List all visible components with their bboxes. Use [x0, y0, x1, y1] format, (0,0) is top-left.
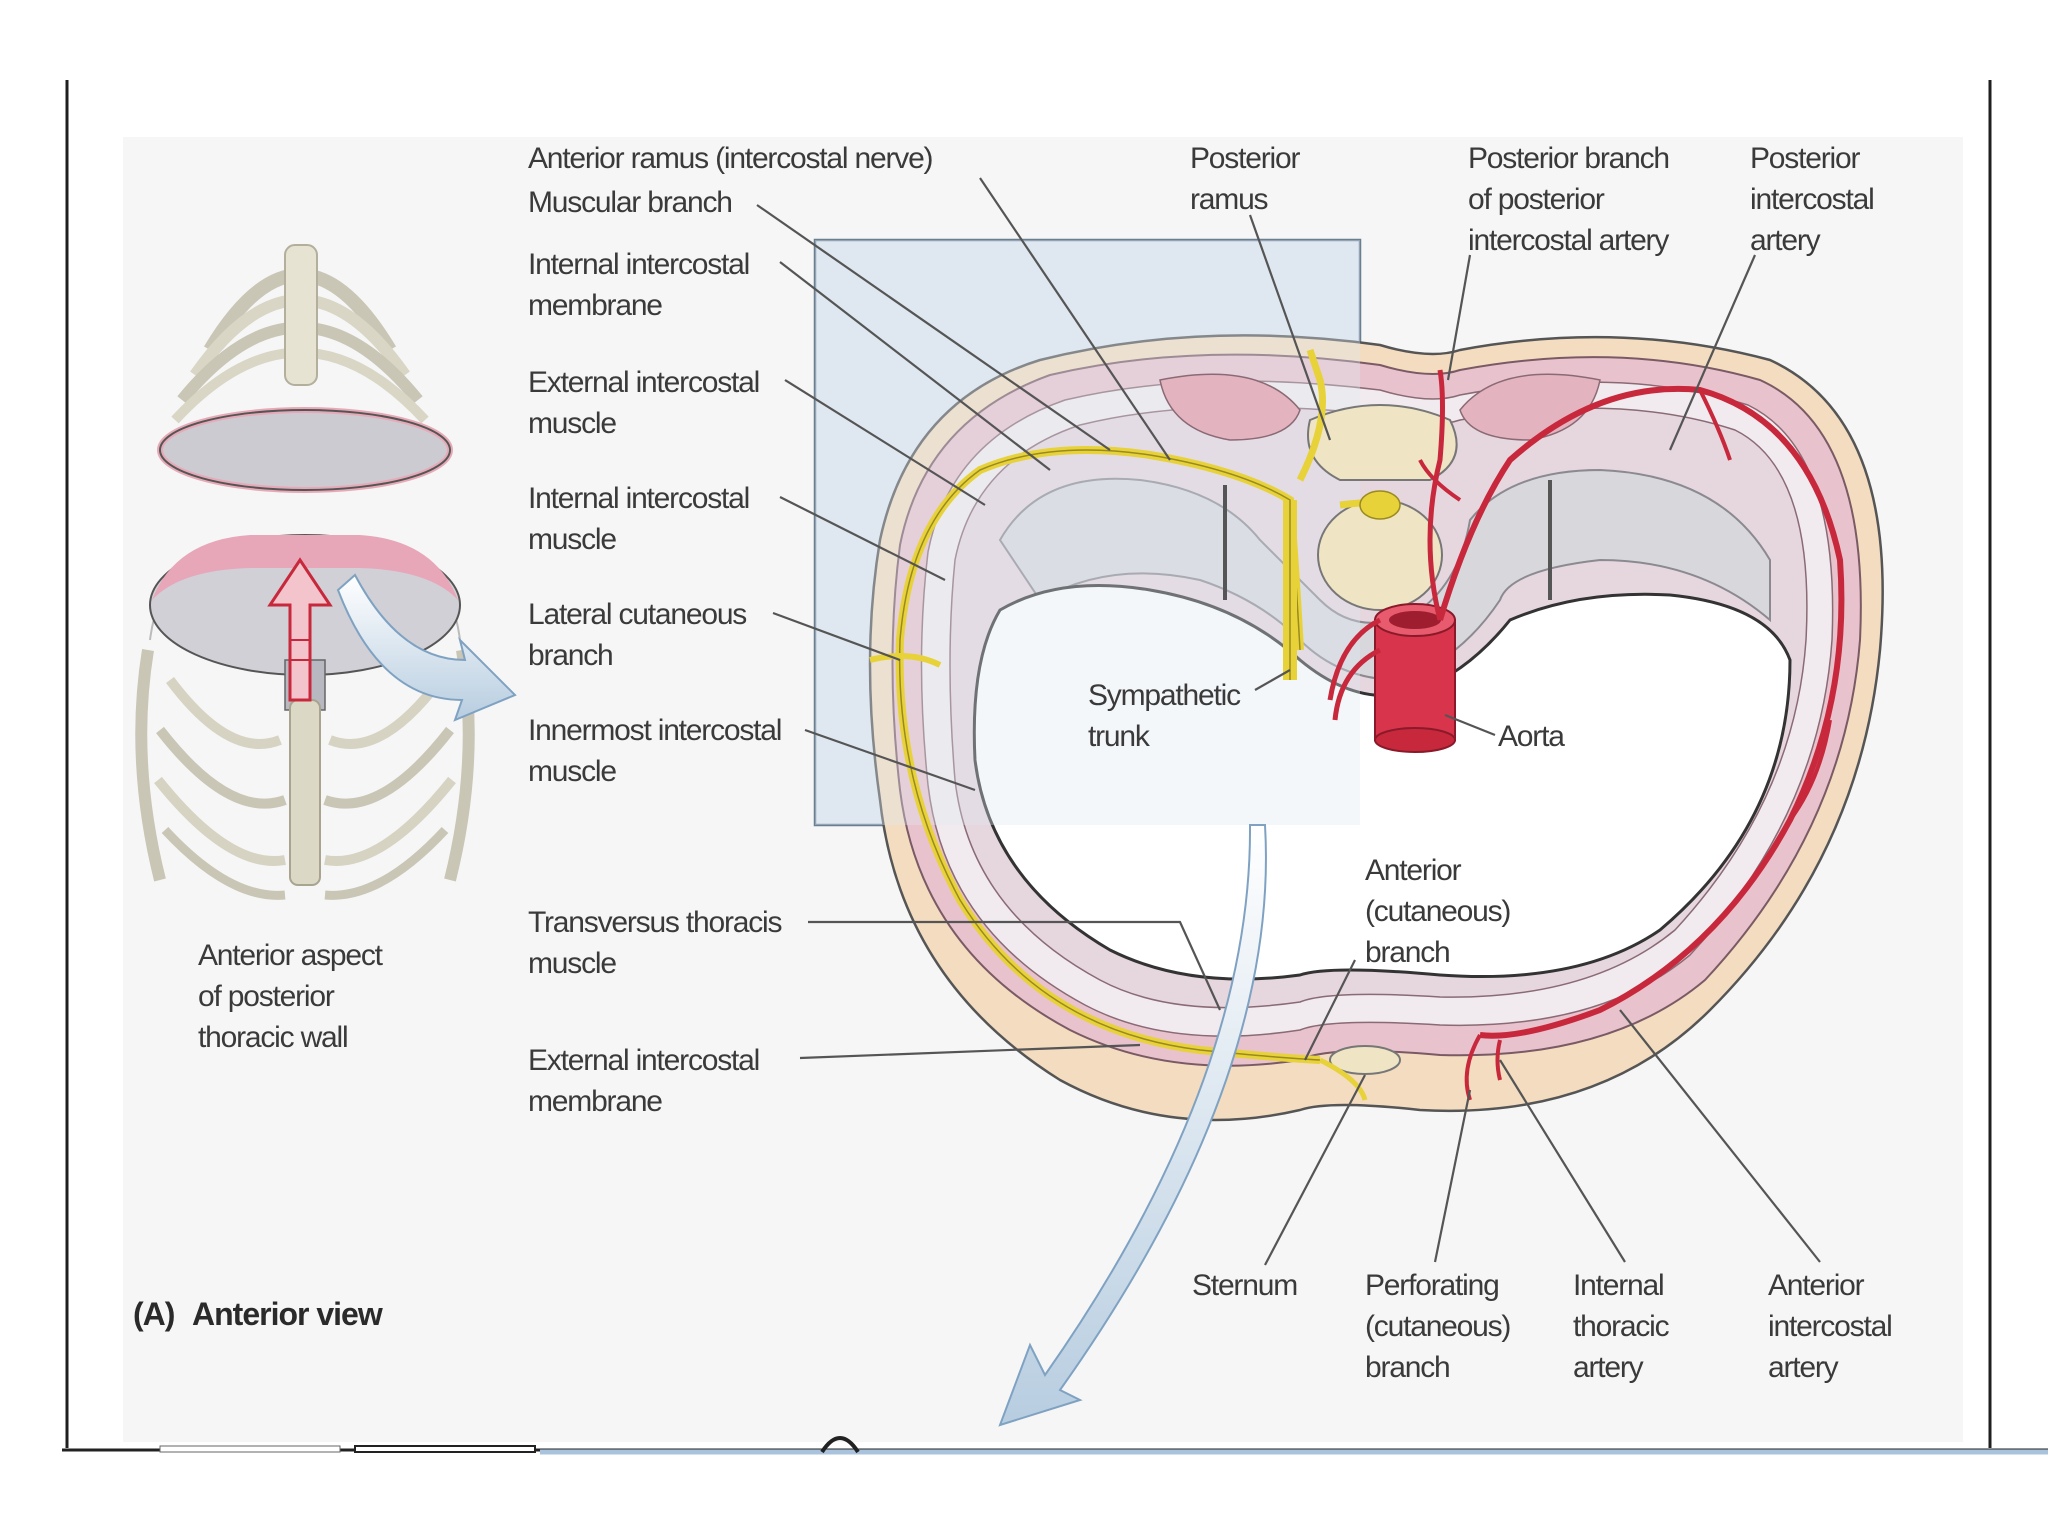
- label-internal-intercostal-membrane: Internal intercostal membrane: [528, 248, 756, 322]
- leader-lines: [756, 177, 1821, 1266]
- label-sternum: Sternum: [1192, 1269, 1297, 1302]
- label-aorta: Aorta: [1498, 720, 1565, 753]
- thoracic-cavity: [972, 584, 1792, 981]
- rib-texture: [1223, 480, 1552, 600]
- label-anterior-cutaneous-branch: Anterior (cutaneous) branch: [1365, 854, 1517, 969]
- intercostal-arteries: [1327, 369, 1845, 1101]
- label-perforating-branch: Perforating (cutaneous) branch: [1365, 1269, 1517, 1384]
- label-posterior-branch-artery: Posterior branch of posterior intercosta…: [1468, 142, 1676, 257]
- up-arrow-icon: [267, 557, 333, 702]
- label-external-intercostal-membrane: External intercostal membrane: [528, 1044, 766, 1118]
- label-anterior-intercostal-artery: Anterior intercostal artery: [1768, 1269, 1899, 1384]
- figure-label: (A): [133, 1296, 175, 1332]
- label-internal-thoracic-artery: Internal thoracic artery: [1573, 1269, 1676, 1384]
- aorta: [1374, 603, 1456, 753]
- label-muscular-branch: Muscular branch: [528, 186, 732, 219]
- label-transversus-thoracis-muscle: Transversus thoracis muscle: [528, 906, 788, 980]
- label-internal-intercostal-muscle: Internal intercostal muscle: [528, 482, 756, 556]
- inset-caption: Anterior aspect of posterior thoracic wa…: [198, 939, 389, 1054]
- label-lateral-cutaneous-branch: Lateral cutaneous branch: [528, 598, 753, 672]
- sternum: [1329, 1045, 1401, 1075]
- label-innermost-intercostal-muscle: Innermost intercostal muscle: [528, 714, 788, 788]
- label-sympathetic-trunk: Sympathetic trunk: [1088, 679, 1247, 753]
- label-anterior-ramus: Anterior ramus (intercostal nerve): [528, 142, 933, 175]
- down-arrow-icon: [998, 824, 1267, 1427]
- label-posterior-intercostal-artery: Posterior intercostal artery: [1750, 142, 1881, 257]
- main-thoracic-section: [813, 238, 1884, 1122]
- label-external-intercostal-muscle: External intercostal muscle: [528, 366, 766, 440]
- intercostal-nerve: [869, 348, 1401, 1101]
- inset-ribcage-illustration: [135, 244, 517, 900]
- curved-arrow-to-main-icon: [336, 573, 517, 722]
- view-title: Anterior view: [192, 1296, 383, 1332]
- labels: Anterior ramus (intercostal nerve) Muscu…: [133, 142, 1899, 1384]
- label-posterior-ramus: Posterior ramus: [1190, 142, 1306, 216]
- upper-ribcage: [157, 244, 453, 493]
